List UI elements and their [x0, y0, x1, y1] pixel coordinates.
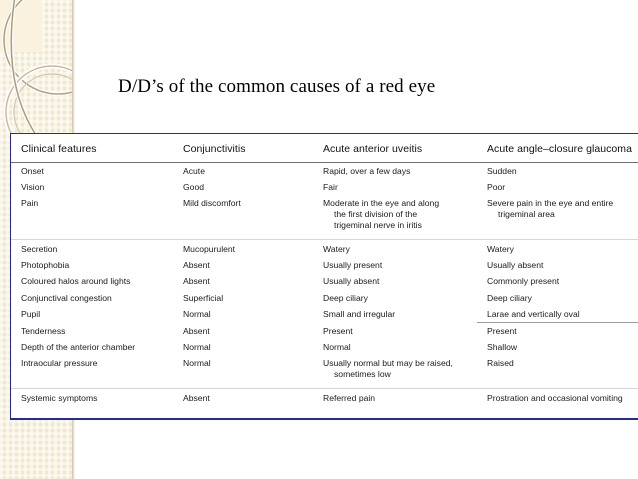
cell-conjunctivitis: Absent — [183, 260, 210, 271]
cell-clinical-feature: Tenderness — [21, 325, 66, 336]
cell-uveitis-continuation: trigeminal nerve in iritis — [334, 219, 422, 230]
cell-clinical-feature: Systemic symptoms — [11, 387, 173, 408]
cell-uveitis: Present — [323, 325, 353, 336]
table-header-row: Clinical features Conjunctivitis Acute a… — [11, 134, 638, 163]
cell-glaucoma: Usually absent — [487, 260, 544, 271]
cell-uveitis: Usually present — [323, 260, 383, 271]
cell-uveitis: Fair — [323, 181, 338, 192]
cell-clinical-feature: Conjunctival congestion — [21, 292, 112, 303]
cell-conjunctivitis: Normal — [183, 358, 211, 369]
cell-clinical-feature: Secretion — [11, 238, 173, 258]
cell-glaucoma: Commonly present — [487, 276, 560, 287]
cell-conjunctivitis: Acute — [183, 165, 205, 176]
table-row: Onset Acute Rapid, over a few days Sudden — [11, 163, 638, 180]
cell-conjunctivitis: Superficial — [183, 292, 224, 303]
table-row: Conjunctival congestion Superficial Deep c… — [11, 290, 638, 306]
cell-clinical-feature: Photophobia — [21, 260, 70, 271]
red-eye-differential-table: Clinical features Conjunctivitis Acute a… — [11, 134, 638, 408]
cell-glaucoma: Sudden — [487, 165, 517, 176]
cell-glaucoma: Shallow — [487, 342, 518, 353]
cell-conjunctivitis: Normal — [183, 308, 211, 319]
cell-uveitis: Referred pain — [313, 387, 477, 408]
table-row: Tenderness Absent Present Present — [11, 323, 638, 340]
table-row: Vision Good Fair Poor — [11, 179, 638, 195]
cell-conjunctivitis: Absent — [173, 387, 313, 408]
cell-conjunctivitis: Good — [183, 181, 205, 192]
column-header-acute-anterior-uveitis: Acute anterior uveitis — [313, 134, 477, 163]
cell-clinical-feature: Depth of the anterior chamber — [21, 342, 136, 353]
cell-uveitis: Deep ciliary — [323, 292, 368, 303]
cell-glaucoma: Poor — [487, 181, 506, 192]
cell-glaucoma: Raised — [487, 358, 514, 369]
column-header-conjunctivitis: Conjunctivitis — [173, 134, 313, 163]
table-row: Intraocular pressure Normal Usually normal… — [11, 356, 638, 383]
table-row: Depth of the anterior chamber Normal Norma… — [11, 340, 638, 356]
cell-uveitis-continuation: sometimes low — [334, 369, 391, 380]
table-row: Pain Mild discomfort Moderate in the eye a… — [11, 195, 638, 233]
cell-clinical-feature: Pain — [21, 197, 39, 208]
cell-glaucoma: Prostration and occasional vomiting — [477, 387, 638, 408]
cell-uveitis: Watery — [313, 238, 477, 258]
cell-uveitis: Rapid, over a few days — [323, 165, 411, 176]
cell-clinical-feature: Onset — [21, 165, 44, 176]
cell-uveitis: Usually normal but may be raised,sometim… — [313, 356, 477, 383]
cell-conjunctivitis: Absent — [183, 325, 210, 336]
comparison-table-panel: Clinical features Conjunctivitis Acute a… — [10, 133, 638, 420]
cell-glaucoma-continuation: trigeminal area — [498, 208, 555, 219]
cell-clinical-feature: Coloured halos around lights — [21, 276, 131, 287]
cell-uveitis: Usually absent — [323, 276, 380, 287]
cell-conjunctivitis: Absent — [183, 276, 210, 287]
page-title: D/D’s of the common causes of a red eye — [118, 76, 436, 97]
cell-glaucoma: Larae and vertically oval — [477, 306, 638, 324]
cell-glaucoma: Watery — [477, 238, 638, 258]
cell-uveitis: Normal — [323, 342, 351, 353]
cell-conjunctivitis: Normal — [183, 342, 211, 353]
column-header-clinical-features: Clinical features — [11, 134, 173, 163]
cell-clinical-feature: Intraocular pressure — [21, 358, 98, 369]
column-header-acute-angle-closure-glaucoma: Acute angle–closure glaucoma — [477, 134, 638, 163]
cell-clinical-feature: Pupil — [21, 308, 41, 319]
table-row: Photophobia Absent Usually present Usually … — [11, 258, 638, 274]
cell-glaucoma: Deep ciliary — [487, 292, 532, 303]
cell-uveitis: Small and irregular — [323, 308, 396, 319]
cell-glaucoma: Present — [487, 326, 517, 336]
cell-clinical-feature: Vision — [21, 181, 45, 192]
cell-conjunctivitis: Mucopurulent — [173, 238, 313, 258]
decorative-rings-icon — [2, 0, 72, 148]
cell-uveitis-continuation: the first division of the — [334, 208, 418, 219]
table-row: Pupil Normal Small and irregular Larae and … — [11, 306, 638, 324]
table-row: Coloured halos around lights Absent Usuall… — [11, 274, 638, 290]
cell-conjunctivitis: Mild discomfort — [183, 197, 241, 208]
